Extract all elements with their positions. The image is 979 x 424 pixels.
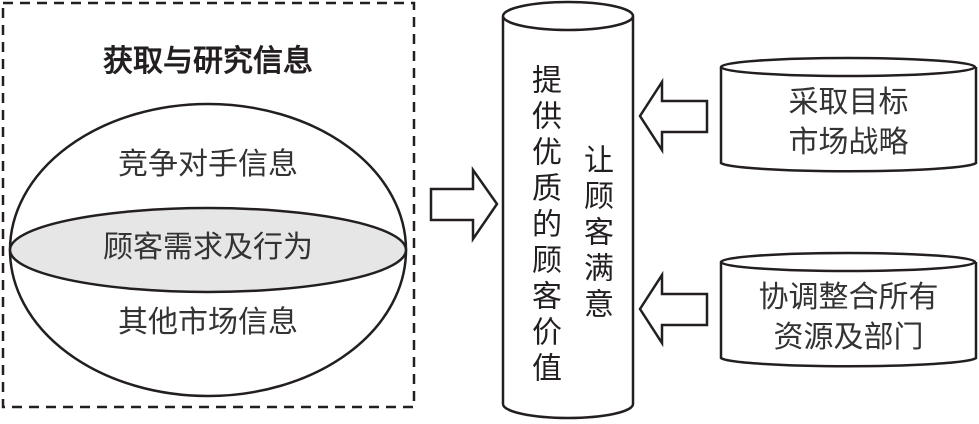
- arrow-left-icon: [638, 270, 709, 348]
- center-left-column-text: 提供优质的顾客价值: [526, 64, 561, 388]
- sphere-top-label: 竞争对手信息: [118, 147, 298, 182]
- arrow-left-icon: [638, 77, 709, 155]
- center-right-column-text: 让顾客满意: [578, 144, 613, 324]
- info-panel-dashed-border: [1, 1, 416, 409]
- info-panel-title: 获取与研究信息: [103, 44, 313, 79]
- resources-line1: 协调整合所有: [758, 280, 939, 315]
- info-sphere-middle-band: [8, 206, 408, 294]
- strategy-line1: 采取目标: [788, 85, 909, 120]
- resources-line2: 资源及部门: [773, 320, 924, 355]
- resources-cylinder: [719, 251, 978, 368]
- strategy-cylinder: [719, 56, 978, 173]
- sphere-bottom-label: 其他市场信息: [118, 305, 298, 340]
- center-cylinder: [501, 0, 635, 420]
- strategy-line2: 市场战略: [788, 125, 909, 160]
- arrow-right-icon: [429, 166, 499, 244]
- sphere-middle-label: 顾客需求及行为: [103, 230, 313, 265]
